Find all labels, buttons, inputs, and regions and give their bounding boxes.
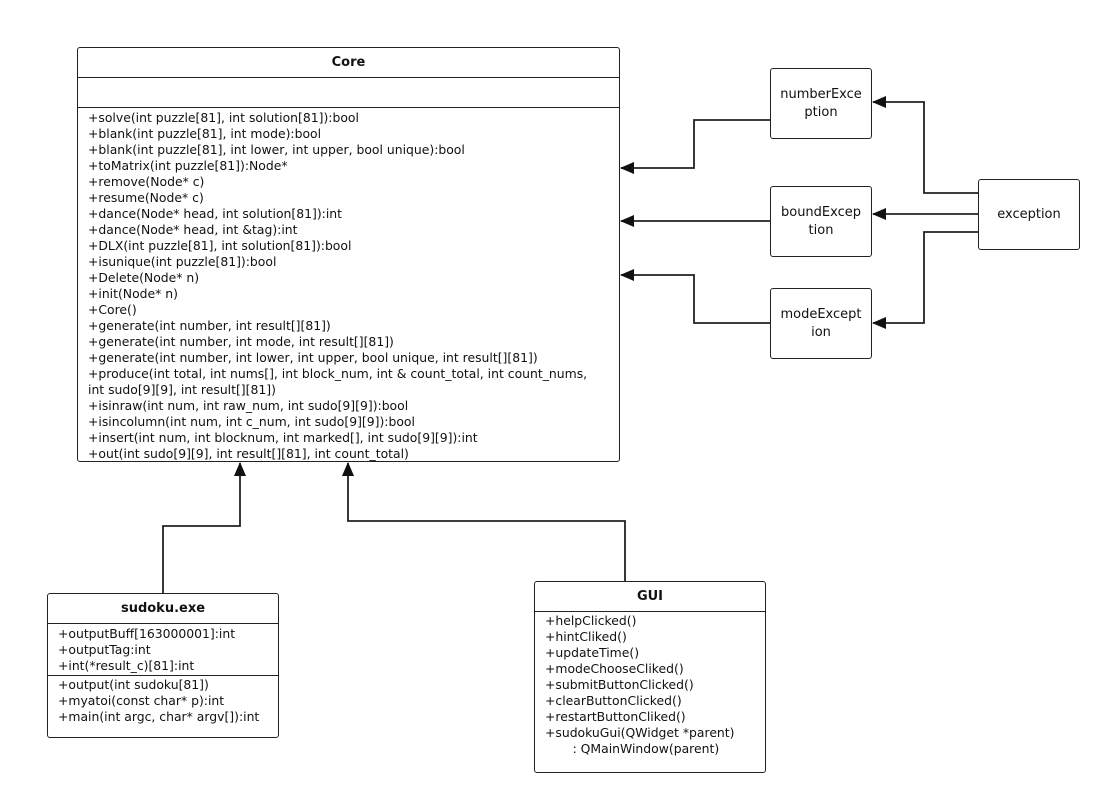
sudoku-exe-attribute-row: +outputTag:int <box>58 642 151 657</box>
core-class-title: Core <box>78 48 619 78</box>
sudoku-exe-class-title: sudoku.exe <box>48 594 278 624</box>
sudoku-to-core-arrow <box>162 462 246 594</box>
mode-exception-label-line1: modeExcept <box>780 306 862 322</box>
gui-method-row: +helpClicked() <box>545 613 637 628</box>
gui-method-row: +clearButtonClicked() <box>545 693 682 708</box>
gui-method-row: +restartButtonCliked() <box>545 709 686 724</box>
exception-base-label: exception <box>997 206 1061 222</box>
core-method-row: +DLX(int puzzle[81], int solution[81]):b… <box>88 238 352 253</box>
bound-exception-label-line1: boundExcep <box>780 204 861 220</box>
core-methods: +solve(int puzzle[81], int solution[81])… <box>78 108 619 462</box>
mode-exception-class: modeExcept ion <box>770 288 872 359</box>
gui-method-row: +sudokuGui(QWidget *parent) <box>545 725 735 740</box>
bound-exception-class: boundExcep tion <box>770 186 872 257</box>
sudoku-exe-method-row: +main(int argc, char* argv[]):int <box>58 709 260 724</box>
core-class: Core +solve(int puzzle[81], int solution… <box>77 47 620 462</box>
sudoku-exe-attribute-row: +outputBuff[163000001]:int <box>58 626 236 641</box>
number-exception-label-line2: ption <box>804 104 838 120</box>
mode-exception-label-line2: ion <box>811 324 831 340</box>
core-method-row: +remove(Node* c) <box>88 174 205 189</box>
gui-method-row: +modeChooseCliked() <box>545 661 684 676</box>
core-method-row: +toMatrix(int puzzle[81]):Node* <box>88 158 288 173</box>
number-exception-class: numberExce ption <box>770 68 872 139</box>
exception-base-class: exception <box>978 179 1080 250</box>
core-method-row: +resume(Node* c) <box>88 190 204 205</box>
sudoku-exe-attributes: +outputBuff[163000001]:int+outputTag:int… <box>48 624 278 676</box>
exception-to-modeexception-arrow <box>872 231 978 329</box>
core-attributes <box>78 78 619 108</box>
core-method-row: +generate(int number, int result[][81]) <box>88 318 331 333</box>
core-method-row: +solve(int puzzle[81], int solution[81])… <box>88 110 359 125</box>
sudoku-exe-methods: +output(int sudoku[81])+myatoi(const cha… <box>48 676 278 725</box>
gui-method-row: +submitButtonClicked() <box>545 677 694 692</box>
gui-class: GUI +helpClicked()+hintCliked()+updateTi… <box>534 581 766 773</box>
gui-method-row: +updateTime() <box>545 645 640 660</box>
numberexception-to-core-arrow <box>620 119 770 174</box>
gui-method-row: : QMainWindow(parent) <box>545 741 720 756</box>
core-method-row: +generate(int number, int mode, int resu… <box>88 334 394 349</box>
sudoku-exe-class: sudoku.exe +outputBuff[163000001]:int+ou… <box>47 593 279 738</box>
gui-methods: +helpClicked()+hintCliked()+updateTime()… <box>535 612 765 757</box>
core-method-row: +isunique(int puzzle[81]):bool <box>88 254 277 269</box>
modeexception-to-core-arrow <box>620 269 770 324</box>
core-method-row: +out(int sudo[9][9], int result[][81], i… <box>88 446 409 461</box>
core-method-row: int sudo[9][9], int result[][81]) <box>88 382 276 397</box>
core-method-row: +isincolumn(int num, int c_num, int sudo… <box>88 414 415 429</box>
core-method-row: +Core() <box>88 302 137 317</box>
sudoku-exe-attribute-row: +int(*result_c)[81]:int <box>58 658 195 673</box>
sudoku-exe-method-row: +myatoi(const char* p):int <box>58 693 225 708</box>
core-method-row: +Delete(Node* n) <box>88 270 200 285</box>
sudoku-exe-method-row: +output(int sudoku[81]) <box>58 677 209 692</box>
core-method-row: +blank(int puzzle[81], int lower, int up… <box>88 142 465 157</box>
bound-exception-label-line2: tion <box>808 222 834 238</box>
gui-to-core-arrow <box>342 462 626 582</box>
core-method-row: +dance(Node* head, int &tag):int <box>88 222 298 237</box>
number-exception-label-line1: numberExce <box>780 86 862 102</box>
core-method-row: +isinraw(int num, int raw_num, int sudo[… <box>88 398 409 413</box>
core-method-row: +dance(Node* head, int solution[81]):int <box>88 206 343 221</box>
core-method-row: +blank(int puzzle[81], int mode):bool <box>88 126 322 141</box>
gui-class-title: GUI <box>535 582 765 612</box>
gui-method-row: +hintCliked() <box>545 629 627 644</box>
core-method-row: +insert(int num, int blocknum, int marke… <box>88 430 478 445</box>
core-method-row: +init(Node* n) <box>88 286 178 301</box>
core-method-row: +produce(int total, int nums[], int bloc… <box>88 366 588 381</box>
exception-to-numberexception-arrow <box>872 96 978 194</box>
core-method-row: +generate(int number, int lower, int upp… <box>88 350 538 365</box>
